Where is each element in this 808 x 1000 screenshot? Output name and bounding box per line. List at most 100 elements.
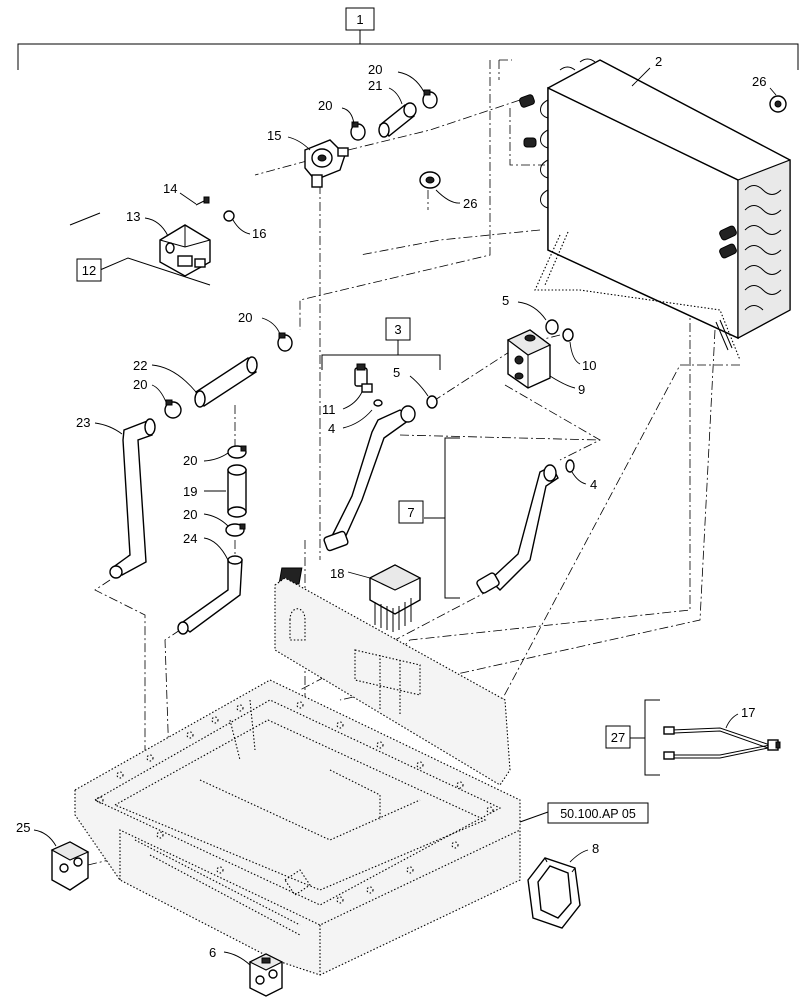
callout-13: 13 — [126, 209, 140, 224]
hose-24 — [177, 555, 243, 635]
leader-15 — [287, 136, 311, 151]
callout-10: 10 — [582, 358, 596, 373]
screw-14 — [195, 196, 210, 206]
callout-4b: 4 — [590, 477, 597, 492]
leader-6 — [223, 951, 251, 966]
callout-18: 18 — [330, 566, 344, 581]
cover-plate-25 — [50, 841, 90, 891]
leader-17 — [725, 713, 739, 729]
callout-12: 12 — [82, 263, 96, 278]
pressure-switch-11 — [354, 363, 373, 393]
callout-20e: 20 — [183, 453, 197, 468]
callout-26b: 26 — [463, 196, 477, 211]
callout-21: 21 — [368, 78, 382, 93]
evaporator-core — [519, 58, 791, 361]
leader-14 — [179, 192, 197, 205]
hose-clamp-20-d — [164, 399, 182, 419]
leader-22 — [151, 364, 197, 393]
callout-27: 27 — [611, 730, 625, 745]
callout-17: 17 — [741, 705, 755, 720]
callout-20c: 20 — [238, 310, 252, 325]
wire-harness-17 — [663, 726, 781, 760]
grommet-26-top — [769, 95, 787, 113]
hose-clamp-20-b — [350, 121, 366, 141]
callout-box-12 — [76, 258, 102, 282]
o-ring-5-b — [426, 395, 438, 409]
leader-5a — [517, 301, 547, 321]
leader-4a — [342, 409, 373, 429]
callout-box-3 — [385, 317, 411, 341]
blower-resistor-18 — [278, 564, 422, 632]
kit-bracket-27: 27 — [605, 699, 660, 776]
leader-25 — [33, 829, 57, 847]
leader-24 — [203, 537, 229, 561]
actuator-13 — [159, 224, 211, 277]
leader-23 — [94, 422, 123, 435]
callout-20b: 20 — [318, 98, 332, 113]
callout-1: 1 — [356, 12, 363, 27]
kit-bracket-7: 7 — [398, 437, 460, 599]
leader-20b — [341, 107, 355, 125]
callout-4a: 4 — [328, 421, 335, 436]
water-valve-15 — [304, 139, 349, 188]
leader-16 — [232, 219, 251, 235]
hose-clamp-20-c — [277, 332, 293, 352]
callout-20d: 20 — [133, 377, 147, 392]
callout-20a: 20 — [368, 62, 382, 77]
leader-9 — [549, 375, 576, 389]
leader-20e — [203, 452, 229, 462]
callout-6: 6 — [209, 945, 216, 960]
callout-16: 16 — [252, 226, 266, 241]
kit-bracket-12: 12 — [69, 212, 211, 286]
seal-8 — [527, 857, 581, 929]
leader-2 — [631, 67, 651, 87]
callout-7: 7 — [407, 505, 414, 520]
callout-8: 8 — [592, 841, 599, 856]
reference-label-box — [547, 802, 649, 824]
callout-9: 9 — [578, 382, 585, 397]
callout-5a: 5 — [502, 293, 509, 308]
leader-20a — [397, 71, 425, 93]
hose-clamp-20-f — [225, 523, 246, 537]
cover-plate-6 — [248, 953, 284, 997]
leader-26a — [769, 87, 777, 96]
callout-box-27 — [605, 725, 631, 749]
callout-11: 11 — [322, 402, 336, 417]
leader-11 — [342, 391, 363, 410]
leader-21 — [388, 87, 403, 105]
leader-26b — [435, 189, 461, 204]
callout-24: 24 — [183, 531, 197, 546]
leader-4b — [571, 471, 587, 485]
assembly-bracket-1: 1 — [17, 7, 799, 70]
kit-bracket-3: 3 — [321, 317, 441, 370]
leader-18 — [347, 571, 371, 579]
hose-23 — [109, 418, 156, 579]
leader-10 — [569, 341, 581, 365]
grommet-26-center — [419, 171, 441, 189]
leader-8 — [569, 849, 589, 863]
leader-13 — [144, 217, 169, 237]
o-ring-4-b — [565, 459, 575, 473]
nut-16 — [223, 210, 235, 222]
hose-clamp-20-e — [227, 445, 247, 459]
callout-20f: 20 — [183, 507, 197, 522]
o-ring-5-a — [545, 319, 559, 335]
o-ring-10 — [562, 328, 574, 342]
reference-label: 50.100.AP 05 — [560, 807, 636, 821]
leader-5b — [409, 375, 429, 397]
refrigerant-line-3 — [323, 405, 416, 552]
o-ring-4-a — [373, 399, 383, 407]
hose-19 — [227, 464, 247, 518]
leader-20c — [261, 317, 281, 335]
callout-14: 14 — [163, 181, 177, 196]
expansion-valve-9 — [506, 329, 552, 389]
hose-clamp-20-a — [422, 89, 438, 109]
hose-22 — [194, 356, 258, 408]
leader-20d — [151, 384, 167, 403]
refrigerant-line-7 — [476, 464, 559, 594]
callout-box-7 — [398, 500, 424, 524]
callout-3: 3 — [394, 322, 401, 337]
callout-22: 22 — [133, 358, 147, 373]
callout-23: 23 — [76, 415, 90, 430]
callout-15: 15 — [267, 128, 281, 143]
